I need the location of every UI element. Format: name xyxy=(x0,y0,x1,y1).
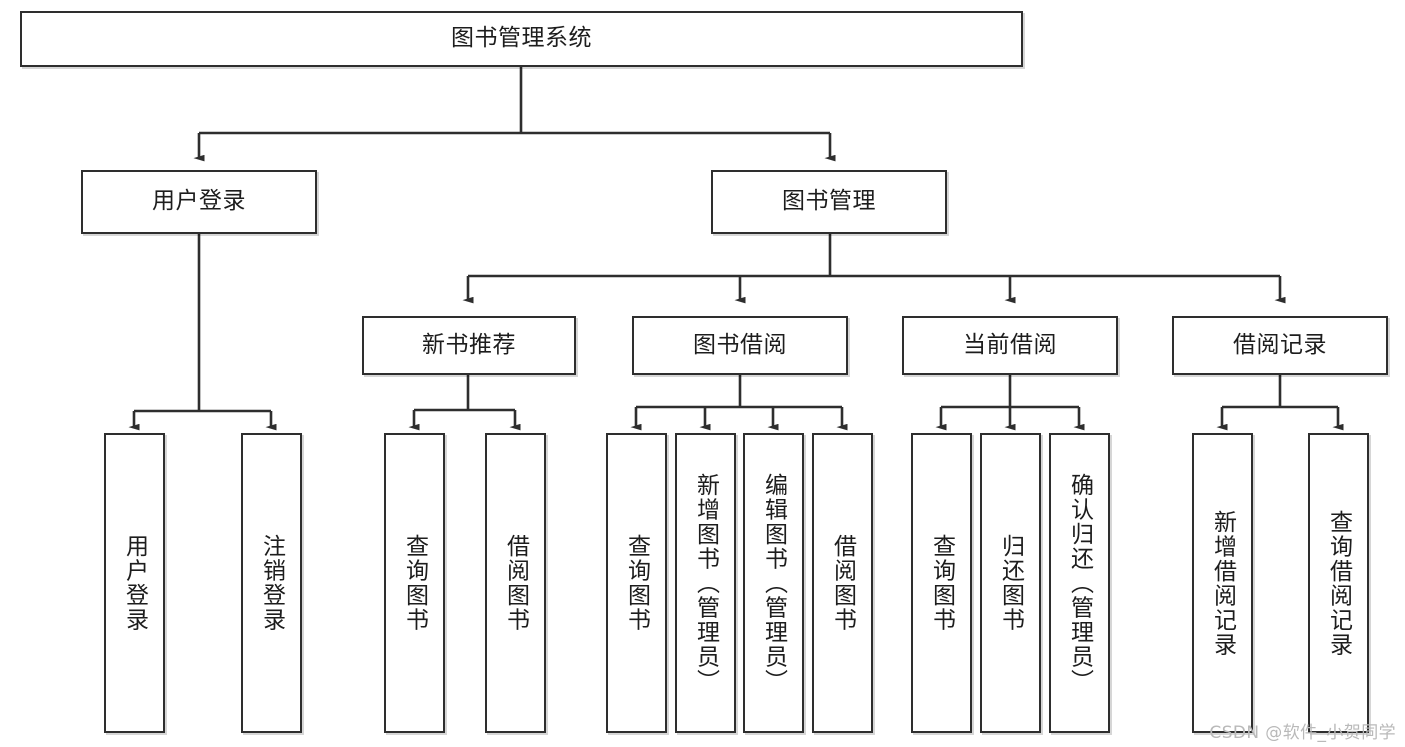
watermark-text: CSDN @软件_小贺同学 xyxy=(1209,723,1396,743)
node-book-management[interactable]: 图书管理 xyxy=(711,170,947,234)
node-new-book-recommend[interactable]: 新书推荐 xyxy=(362,316,576,375)
node-label: 借阅图书 xyxy=(502,534,529,632)
leaf-borrow-book[interactable]: 借阅图书 xyxy=(812,433,873,733)
node-label: 借阅记录 xyxy=(1233,331,1327,358)
node-label: 用户登录 xyxy=(121,534,148,632)
node-label: 新书推荐 xyxy=(422,331,516,358)
leaf-logout[interactable]: 注销登录 xyxy=(241,433,302,733)
node-label: 当前借阅 xyxy=(963,331,1057,358)
node-label: 查询图书 xyxy=(928,534,955,632)
leaf-confirm-return-admin[interactable]: 确认归还（管理员） xyxy=(1049,433,1110,733)
node-label: 图书借阅 xyxy=(693,331,787,358)
node-label: 用户登录 xyxy=(152,188,246,215)
node-label: 新增图书（管理员） xyxy=(692,472,719,694)
node-label: 图书管理系统 xyxy=(451,25,592,52)
node-book-borrow[interactable]: 图书借阅 xyxy=(632,316,848,375)
node-current-borrow[interactable]: 当前借阅 xyxy=(902,316,1118,375)
node-label: 新增借阅记录 xyxy=(1209,509,1236,657)
leaf-query-book-current[interactable]: 查询图书 xyxy=(911,433,972,733)
node-label: 查询图书 xyxy=(623,534,650,632)
node-label: 编辑图书（管理员） xyxy=(760,472,787,694)
leaf-query-book-new[interactable]: 查询图书 xyxy=(384,433,445,733)
leaf-query-book-borrow[interactable]: 查询图书 xyxy=(606,433,667,733)
leaf-add-book-admin[interactable]: 新增图书（管理员） xyxy=(675,433,736,733)
node-label: 借阅图书 xyxy=(829,534,856,632)
node-label: 查询图书 xyxy=(401,534,428,632)
leaf-query-borrow-record[interactable]: 查询借阅记录 xyxy=(1308,433,1369,733)
leaf-user-login[interactable]: 用户登录 xyxy=(104,433,165,733)
leaf-return-book[interactable]: 归还图书 xyxy=(980,433,1041,733)
node-label: 图书管理 xyxy=(782,188,876,215)
node-root-system[interactable]: 图书管理系统 xyxy=(20,11,1023,67)
node-label: 归还图书 xyxy=(997,534,1024,632)
node-label: 查询借阅记录 xyxy=(1325,509,1352,657)
node-label: 确认归还（管理员） xyxy=(1066,472,1093,694)
leaf-borrow-book-new[interactable]: 借阅图书 xyxy=(485,433,546,733)
node-user-login[interactable]: 用户登录 xyxy=(81,170,317,234)
leaf-add-borrow-record[interactable]: 新增借阅记录 xyxy=(1192,433,1253,733)
node-label: 注销登录 xyxy=(258,534,285,632)
leaf-edit-book-admin[interactable]: 编辑图书（管理员） xyxy=(743,433,804,733)
node-borrow-record[interactable]: 借阅记录 xyxy=(1172,316,1388,375)
